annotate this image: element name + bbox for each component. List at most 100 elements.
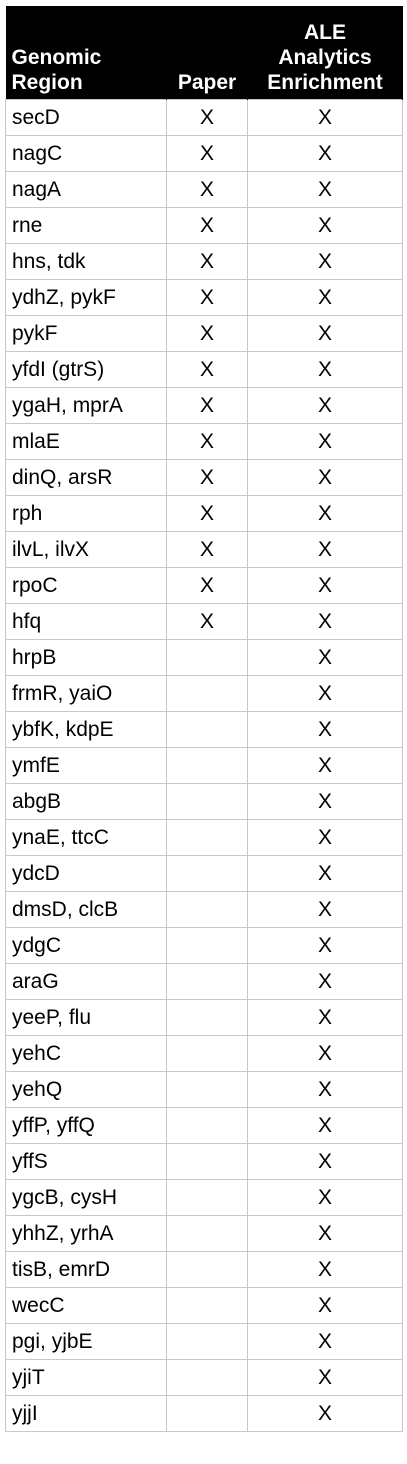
cell-ale-mark: X bbox=[247, 639, 403, 676]
genomic-region-table: Genomic Region Paper ALE Analytics Enric… bbox=[5, 6, 403, 1432]
cell-genomic-region: mlaE bbox=[5, 423, 167, 460]
cell-paper-mark: X bbox=[166, 603, 248, 640]
cell-genomic-region: yffS bbox=[5, 1143, 167, 1180]
cell-paper-mark bbox=[166, 1107, 248, 1144]
cell-paper-mark: X bbox=[166, 171, 248, 208]
table-header: Genomic Region Paper ALE Analytics Enric… bbox=[5, 6, 403, 100]
cell-genomic-region: dmsD, clcB bbox=[5, 891, 167, 928]
cell-paper-mark: X bbox=[166, 135, 248, 172]
cell-paper-mark bbox=[166, 1143, 248, 1180]
cell-paper-mark bbox=[166, 675, 248, 712]
cell-paper-mark: X bbox=[166, 495, 248, 532]
cell-paper-mark: X bbox=[166, 387, 248, 424]
table-row: yffS X bbox=[5, 1143, 403, 1180]
cell-paper-mark bbox=[166, 927, 248, 964]
cell-genomic-region: dinQ, arsR bbox=[5, 459, 167, 496]
cell-genomic-region: hrpB bbox=[5, 639, 167, 676]
cell-paper-mark bbox=[166, 711, 248, 748]
cell-genomic-region: hfq bbox=[5, 603, 167, 640]
cell-ale-mark: X bbox=[247, 459, 403, 496]
cell-paper-mark: X bbox=[166, 243, 248, 280]
cell-genomic-region: frmR, yaiO bbox=[5, 675, 167, 712]
table-row: wecC X bbox=[5, 1287, 403, 1324]
cell-ale-mark: X bbox=[247, 315, 403, 352]
cell-genomic-region: yhhZ, yrhA bbox=[5, 1215, 167, 1252]
cell-paper-mark bbox=[166, 1323, 248, 1360]
cell-ale-mark: X bbox=[247, 1395, 403, 1432]
cell-paper-mark bbox=[166, 1251, 248, 1288]
cell-ale-mark: X bbox=[247, 675, 403, 712]
cell-paper-mark: X bbox=[166, 459, 248, 496]
cell-ale-mark: X bbox=[247, 243, 403, 280]
header-ale-line-2: Analytics bbox=[278, 46, 372, 69]
cell-ale-mark: X bbox=[247, 747, 403, 784]
cell-ale-mark: X bbox=[247, 423, 403, 460]
cell-genomic-region: ilvL, ilvX bbox=[5, 531, 167, 568]
header-paper: Paper bbox=[166, 6, 248, 100]
cell-genomic-region: rne bbox=[5, 207, 167, 244]
cell-paper-mark bbox=[166, 963, 248, 1000]
cell-genomic-region: hns, tdk bbox=[5, 243, 167, 280]
cell-ale-mark: X bbox=[247, 819, 403, 856]
cell-genomic-region: secD bbox=[5, 99, 167, 136]
cell-genomic-region: wecC bbox=[5, 1287, 167, 1324]
cell-paper-mark bbox=[166, 1035, 248, 1072]
header-row: Genomic Region Paper ALE Analytics Enric… bbox=[5, 6, 403, 100]
cell-ale-mark: X bbox=[247, 603, 403, 640]
cell-ale-mark: X bbox=[247, 855, 403, 892]
header-ale-line-1: ALE bbox=[304, 21, 346, 44]
cell-ale-mark: X bbox=[247, 279, 403, 316]
header-ale-analytics-enrichment: ALE Analytics Enrichment bbox=[247, 6, 403, 100]
cell-ale-mark: X bbox=[247, 567, 403, 604]
cell-ale-mark: X bbox=[247, 1323, 403, 1360]
cell-genomic-region: yehC bbox=[5, 1035, 167, 1072]
cell-genomic-region: yeeP, flu bbox=[5, 999, 167, 1036]
cell-paper-mark: X bbox=[166, 567, 248, 604]
cell-genomic-region: ydhZ, pykF bbox=[5, 279, 167, 316]
cell-genomic-region: ymfE bbox=[5, 747, 167, 784]
cell-ale-mark: X bbox=[247, 711, 403, 748]
cell-ale-mark: X bbox=[247, 495, 403, 532]
cell-genomic-region: yfdI (gtrS) bbox=[5, 351, 167, 388]
cell-genomic-region: ydgC bbox=[5, 927, 167, 964]
cell-ale-mark: X bbox=[247, 1287, 403, 1324]
table-row: ygcB, cysH X bbox=[5, 1179, 403, 1216]
table-row: hrpB X bbox=[5, 639, 403, 676]
cell-paper-mark bbox=[166, 1071, 248, 1108]
cell-genomic-region: pykF bbox=[5, 315, 167, 352]
cell-ale-mark: X bbox=[247, 1179, 403, 1216]
cell-genomic-region: abgB bbox=[5, 783, 167, 820]
cell-ale-mark: X bbox=[247, 135, 403, 172]
cell-ale-mark: X bbox=[247, 1143, 403, 1180]
cell-paper-mark bbox=[166, 819, 248, 856]
cell-ale-mark: X bbox=[247, 1035, 403, 1072]
cell-paper-mark bbox=[166, 639, 248, 676]
cell-genomic-region: nagC bbox=[5, 135, 167, 172]
cell-ale-mark: X bbox=[247, 207, 403, 244]
cell-genomic-region: ynaE, ttcC bbox=[5, 819, 167, 856]
header-genomic-region: Genomic Region bbox=[5, 6, 167, 100]
cell-paper-mark bbox=[166, 1359, 248, 1396]
cell-paper-mark bbox=[166, 1179, 248, 1216]
cell-paper-mark bbox=[166, 855, 248, 892]
cell-genomic-region: ygcB, cysH bbox=[5, 1179, 167, 1216]
